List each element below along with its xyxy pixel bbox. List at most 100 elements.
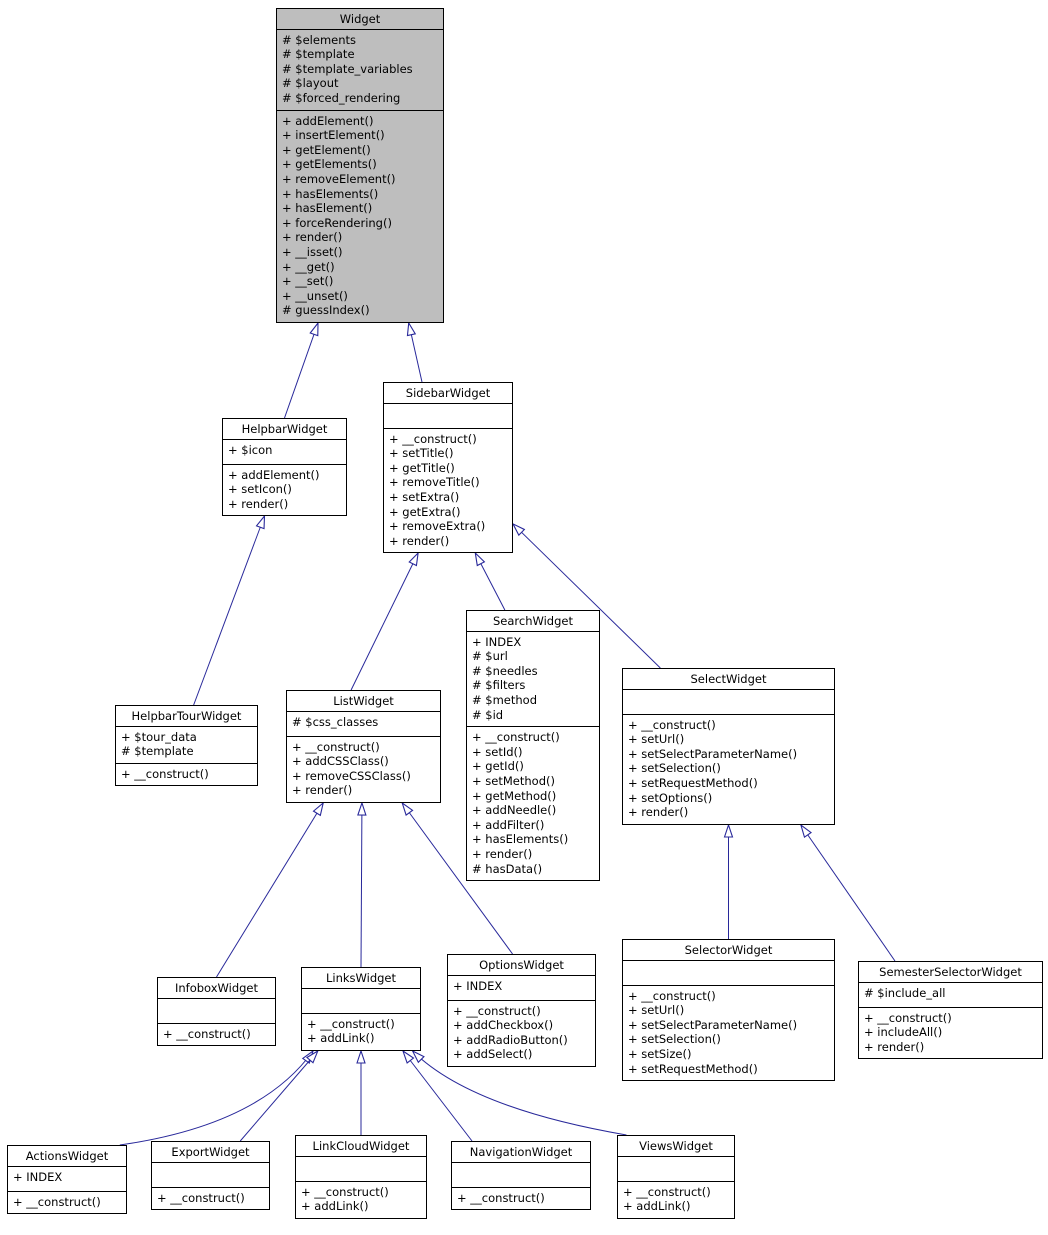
class-node-helpbarwidget[interactable]: HelpbarWidget + $icon + addElement()+ setI… (222, 418, 347, 517)
class-method: + render() (472, 846, 533, 861)
class-method: + removeCSSClass() (292, 768, 411, 783)
class-node-infoboxwidget[interactable]: InfoboxWidget+ __construct() (157, 977, 276, 1047)
class-method: + __construct() (121, 766, 209, 781)
methods-compartment: + __construct()+ setTitle()+ getTitle()+… (384, 429, 512, 553)
class-method: + render() (292, 783, 353, 798)
class-method: + setRequestMethod() (628, 775, 758, 790)
class-method: + render() (282, 230, 343, 245)
class-method: + addFilter() (472, 817, 545, 832)
class-method: + __construct() (453, 1003, 541, 1018)
methods-compartment: + __construct()+ includeAll()+ render() (859, 1008, 1042, 1059)
methods-compartment: + __construct() (116, 764, 257, 786)
class-attribute: # $elements (282, 32, 357, 47)
class-attribute: + INDEX (13, 1169, 63, 1184)
attributes-compartment: + INDEX (448, 976, 595, 1001)
attributes-compartment: # $elements# $template# $template_variab… (277, 30, 443, 111)
inheritance-arrow-listwidget-to-sidebarwidget (350, 553, 418, 691)
class-node-searchwidget[interactable]: SearchWidget+ INDEX# $url# $needles# $fi… (466, 610, 600, 882)
class-node-widget[interactable]: Widget# $elements# $template# $template_… (276, 8, 444, 323)
class-attribute: # $url (472, 649, 508, 664)
class-method: + setOptions() (628, 790, 713, 805)
class-method: + addLink() (623, 1199, 691, 1214)
class-method: + __construct() (623, 1184, 711, 1199)
class-title: ActionsWidget (8, 1146, 126, 1167)
class-method: + render() (628, 805, 689, 820)
class-method: + __construct() (472, 730, 560, 745)
class-method: + __set() (282, 274, 334, 289)
class-node-actionswidget[interactable]: ActionsWidget + INDEX + __construct() (7, 1145, 127, 1215)
class-attribute: # $layout (282, 76, 339, 91)
class-method: + setRequestMethod() (628, 1061, 758, 1076)
methods-compartment: + __construct()+ addCheckbox()+ addRadio… (448, 1001, 595, 1066)
class-attribute: # $include_all (864, 985, 946, 1000)
inheritance-arrow-helpbartourwidget-to-helpbarwidget (193, 516, 265, 706)
attributes-compartment: + INDEX (8, 1167, 126, 1192)
class-attribute: # $template (121, 744, 194, 759)
class-node-linkswidget[interactable]: LinksWidget+ __construct()+ addLink() (301, 967, 421, 1051)
class-title: OptionsWidget (448, 955, 595, 976)
class-method: + removeTitle() (389, 475, 480, 490)
methods-compartment: + __construct()+ setId()+ getId()+ setMe… (467, 727, 599, 880)
class-node-selectorwidget[interactable]: SelectorWidget + __construct()+ setUrl()+… (622, 939, 835, 1082)
attributes-compartment (384, 404, 512, 429)
class-node-sidebarwidget[interactable]: SidebarWidget+ __construct()+ setTitle()… (383, 382, 513, 554)
class-method: + __construct() (292, 739, 380, 754)
class-node-exportwidget[interactable]: ExportWidget+ __construct() (151, 1141, 270, 1211)
class-method: # guessIndex() (282, 303, 370, 318)
class-method: + setSelection() (628, 1032, 721, 1047)
class-node-semesterselectorwidget[interactable]: SemesterSelectorWidget # $include_all + __… (858, 961, 1043, 1060)
methods-compartment: + __construct()+ setUrl()+ setSelectPara… (623, 986, 834, 1081)
class-node-navigationwidget[interactable]: NavigationWidget+ __construct() (451, 1141, 591, 1211)
class-title: HelpbarTourWidget (116, 706, 257, 727)
class-method: + setSelectParameterName() (628, 746, 798, 761)
attributes-compartment: # $css_classes (287, 712, 440, 737)
class-title: SemesterSelectorWidget (859, 962, 1042, 983)
class-method: + __construct() (157, 1190, 245, 1205)
methods-compartment: + __construct()+ addLink() (296, 1182, 426, 1218)
class-attribute: + $icon (228, 442, 273, 457)
class-title: ViewsWidget (618, 1136, 734, 1157)
class-method: + addCheckbox() (453, 1018, 554, 1033)
class-method: + addRadioButton() (453, 1032, 568, 1047)
class-node-selectwidget[interactable]: SelectWidget+ __construct()+ setUrl()+ s… (622, 668, 835, 825)
class-method: + removeExtra() (389, 519, 486, 534)
class-method: + __construct() (628, 717, 716, 732)
class-title: SelectorWidget (623, 940, 834, 961)
attributes-compartment (623, 690, 834, 715)
class-method: + addSelect() (453, 1047, 533, 1062)
class-method: + __construct() (628, 988, 716, 1003)
attributes-compartment (158, 999, 275, 1024)
class-node-helpbartourwidget[interactable]: HelpbarTourWidget+ $tour_data# $template… (115, 705, 258, 787)
class-node-viewswidget[interactable]: ViewsWidget + __construct()+ addLink() (617, 1135, 735, 1219)
class-method: + insertElement() (282, 128, 385, 143)
class-method: # hasData() (472, 861, 543, 876)
class-attribute: + INDEX (453, 978, 503, 993)
methods-compartment: + addElement()+ setIcon()+ render() (223, 465, 346, 516)
class-method: + addCSSClass() (292, 754, 389, 769)
class-attribute: # $template (282, 47, 355, 62)
class-method: + setSelection() (628, 761, 721, 776)
class-title: LinkCloudWidget (296, 1136, 426, 1157)
class-method: + getElements() (282, 157, 377, 172)
methods-compartment: + __construct() (152, 1188, 269, 1210)
attributes-compartment: + INDEX# $url# $needles# $filters# $meth… (467, 632, 599, 728)
attributes-compartment (302, 989, 420, 1014)
class-attribute: # $css_classes (292, 714, 379, 729)
class-method: + addNeedle() (472, 803, 557, 818)
class-attribute: # $needles (472, 663, 538, 678)
inheritance-arrow-sidebarwidget-to-widget (409, 323, 423, 383)
class-method: + __construct() (163, 1026, 251, 1041)
class-method: + getMethod() (472, 788, 557, 803)
class-method: + includeAll() (864, 1025, 943, 1040)
class-node-linkcloudwidget[interactable]: LinkCloudWidget + __construct()+ addLink(… (295, 1135, 427, 1219)
class-title: HelpbarWidget (223, 419, 346, 440)
class-method: + setSelectParameterName() (628, 1017, 798, 1032)
class-method: + __construct() (13, 1194, 101, 1209)
class-node-listwidget[interactable]: ListWidget# $css_classes+ __construct()+… (286, 690, 441, 803)
class-method: + setExtra() (389, 489, 460, 504)
class-method: + setUrl() (628, 732, 685, 747)
class-title: LinksWidget (302, 968, 420, 989)
class-title: ListWidget (287, 691, 440, 712)
class-method: + setSize() (628, 1046, 692, 1061)
class-node-optionswidget[interactable]: OptionsWidget+ INDEX+ __construct()+ add… (447, 954, 596, 1067)
